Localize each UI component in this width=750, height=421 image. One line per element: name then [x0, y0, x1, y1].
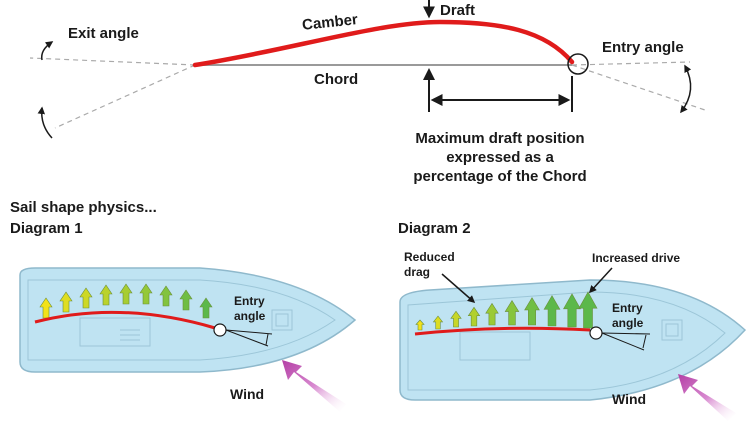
exit-angle-arrow-lower: [37, 106, 53, 139]
diagram2-wind-arrow: [678, 374, 736, 421]
force-arrow: [39, 297, 53, 319]
draft-label: Draft: [440, 2, 475, 19]
force-arrow: [524, 297, 540, 326]
diagram2-entry-line-a: [601, 332, 651, 335]
force-arrow: [159, 285, 173, 307]
entry-angle-line-upper: [571, 61, 691, 66]
entry-angle-arrow: [680, 64, 692, 114]
diagram1-entry-arc: [265, 333, 269, 346]
diagram1-title: Diagram 1: [10, 220, 83, 237]
increased-drive-label: Increased drive: [592, 251, 680, 265]
diagram1-entry-label-line2: angle: [234, 309, 266, 323]
force-arrow: [119, 283, 133, 305]
diagram2-deck-details: [407, 291, 726, 391]
diagram2-entry-label-line1: Entry: [612, 301, 643, 315]
diagram2-wind-label: Wind: [612, 391, 646, 407]
diagram1-deck-details: [27, 279, 336, 361]
diagram1-sail: [34, 310, 216, 330]
max-draft-text-line2: expressed as a: [446, 149, 554, 166]
force-arrow: [59, 291, 73, 313]
entry-angle-label: Entry angle: [602, 39, 684, 56]
max-draft-text-line1: Maximum draft position: [415, 130, 584, 147]
reduced-drag-label-line1: Reduced: [404, 250, 455, 264]
increased-drive-pointer: [588, 267, 613, 294]
force-arrow: [432, 315, 444, 330]
max-draft-text-line3: percentage of the Chord: [413, 168, 586, 185]
diagram1-wind-label: Wind: [230, 386, 264, 402]
leading-edge-circle: [567, 53, 589, 75]
force-arrow: [199, 297, 213, 319]
diagram1: Entry angle Wind: [19, 267, 357, 412]
force-arrow: [467, 306, 481, 327]
force-arrow: [415, 319, 425, 331]
exit-angle-line-upper: [29, 57, 196, 66]
chord-label: Chord: [314, 71, 358, 88]
diagram2-sail: [414, 326, 591, 336]
diagram2-title: Diagram 2: [398, 220, 471, 237]
airfoil-diagram: Camber Draft Chord Exit angle Entry angl…: [29, 0, 706, 185]
diagram1-entry-label-line1: Entry: [234, 294, 265, 308]
diagram2-entry-label-line2: angle: [612, 316, 644, 330]
section-title: Sail shape physics...: [10, 199, 157, 216]
force-arrow: [485, 302, 499, 326]
force-arrow: [99, 284, 113, 306]
force-arrow: [179, 289, 193, 311]
diagram2-entry-line-b: [601, 332, 645, 351]
reduced-drag-pointer: [441, 273, 476, 303]
diagram2-entry-arc: [642, 334, 647, 349]
camber-label: Camber: [301, 11, 358, 34]
force-arrow: [79, 287, 93, 309]
exit-angle-label: Exit angle: [68, 25, 139, 42]
max-draft-marker: [423, 68, 435, 80]
force-arrow: [563, 293, 581, 328]
force-arrow: [543, 295, 561, 327]
reduced-drag-label-line2: drag: [404, 265, 430, 279]
force-arrow: [578, 291, 598, 329]
diagram2-force-arrows: [415, 291, 598, 331]
diagram1-force-arrows: [39, 283, 213, 319]
diagram1-wind-arrow: [282, 360, 346, 412]
diagram1-entry-line-a: [225, 329, 273, 335]
exit-angle-line-lower: [54, 64, 196, 129]
exit-angle-arrow-upper: [40, 41, 54, 61]
force-arrow: [504, 299, 520, 326]
diagram2-mast: [589, 326, 603, 340]
diagram1-entry-line-b: [225, 329, 269, 347]
camber-curve: [192, 19, 575, 68]
diagram1-mast: [213, 323, 227, 337]
entry-angle-line-lower: [571, 64, 706, 111]
force-arrow: [450, 310, 462, 328]
diagram2: Entry angle Reduced drag Increased drive…: [399, 250, 747, 421]
diagram2-hull: [399, 279, 747, 401]
force-arrow: [139, 283, 153, 305]
